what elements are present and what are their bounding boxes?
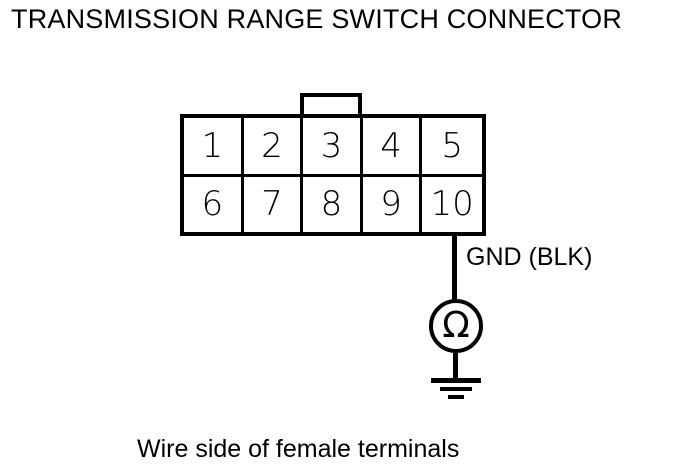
connector-assembly: 1 2 3 4 5 6 7 8 9 10 (180, 93, 486, 236)
ground-bar-1 (431, 378, 481, 383)
ground-stem (453, 352, 458, 379)
ground-wire-line (452, 234, 457, 302)
ground-bar-2 (440, 387, 472, 391)
pin-cell-6: 6 (184, 176, 244, 232)
connector-row-top: 1 2 3 4 5 (184, 118, 482, 177)
pin-cell-1: 1 (184, 118, 244, 174)
pin-cell-3: 3 (303, 118, 363, 174)
connector-pin-grid: 1 2 3 4 5 6 7 8 9 10 (180, 114, 486, 236)
earth-ground-icon (430, 352, 482, 399)
diagram-caption: Wire side of female terminals (137, 435, 460, 463)
pin-cell-4: 4 (363, 118, 423, 174)
diagram-title: TRANSMISSION RANGE SWITCH CONNECTOR (11, 4, 623, 34)
pin-cell-9: 9 (363, 176, 423, 232)
pin-cell-2: 2 (244, 118, 304, 174)
ground-wire-label: GND (BLK) (466, 243, 593, 271)
ohmmeter-circle: Ω (429, 299, 483, 353)
pin-cell-7: 7 (244, 176, 304, 232)
ohmmeter-symbol: Ω (429, 299, 483, 353)
connector-locking-tab (300, 93, 362, 117)
pin-cell-5: 5 (441, 125, 463, 166)
pin-cell-8: 8 (303, 176, 363, 232)
ground-bar-3 (448, 395, 464, 399)
omega-icon: Ω (442, 304, 470, 346)
connector-row-bottom: 6 7 8 9 10 (184, 176, 482, 232)
pin-cell-10: 10 (430, 184, 474, 225)
